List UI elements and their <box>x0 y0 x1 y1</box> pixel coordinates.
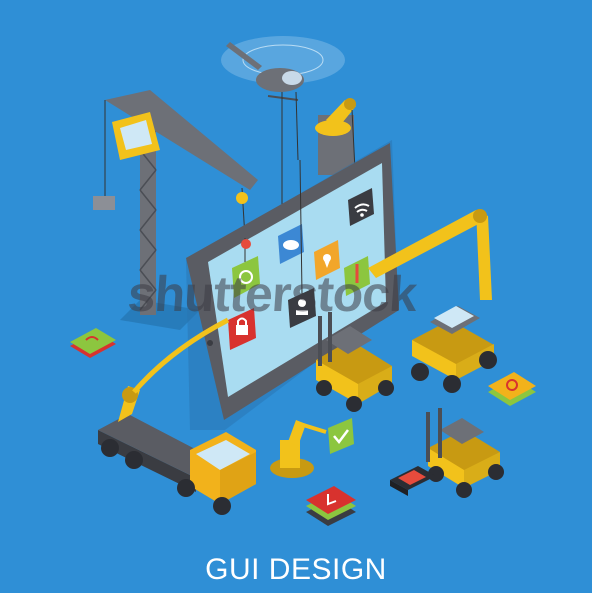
forklift-center <box>316 312 394 412</box>
cloud-icon <box>278 224 304 264</box>
forklift-bottom <box>426 408 504 498</box>
robot-arm-bottom <box>270 420 327 478</box>
wifi-icon <box>348 188 374 226</box>
tower-crane <box>93 90 258 330</box>
robot-arm-top <box>315 98 357 191</box>
forklift-right <box>411 306 497 393</box>
power-icon <box>232 238 260 298</box>
thermometer-icon <box>344 256 370 296</box>
gear-icon <box>488 372 536 406</box>
watermark: shutterstock <box>126 266 419 322</box>
contact-icon <box>288 159 316 328</box>
music-note-icon <box>306 486 356 526</box>
location-pin-icon <box>314 240 340 280</box>
lock-icon <box>228 308 256 350</box>
checkmark-icon <box>328 418 354 454</box>
loader-arm <box>368 209 492 300</box>
helicopter <box>221 36 345 230</box>
picture-icon <box>390 466 436 496</box>
footer-strip <box>0 593 592 600</box>
crane-truck <box>98 317 256 515</box>
refresh-icon <box>70 328 116 358</box>
caption-title: GUI DESIGN <box>205 553 387 586</box>
